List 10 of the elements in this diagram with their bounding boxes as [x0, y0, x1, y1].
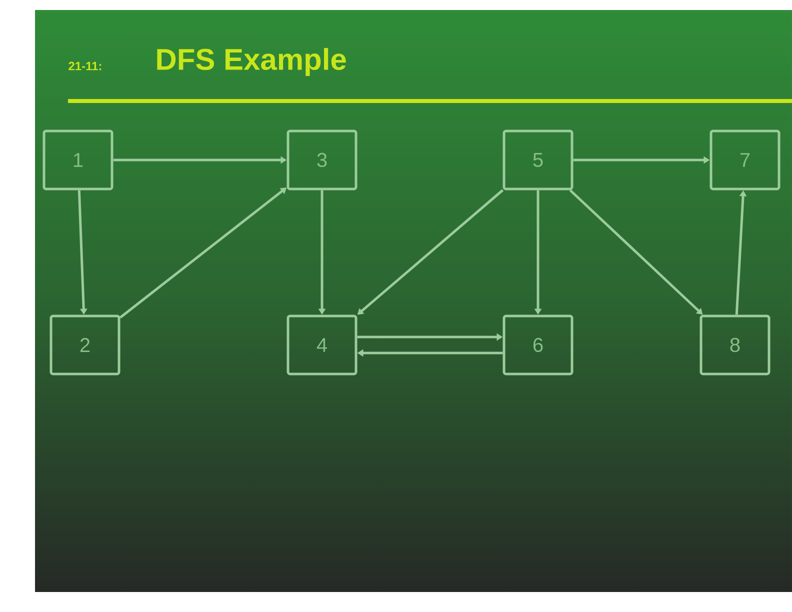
node-box: 3	[286, 130, 358, 190]
node-box: 1	[42, 130, 114, 190]
node-box: 5	[502, 130, 574, 190]
slide-title: DFS Example	[157, 48, 346, 76]
node-box: 7	[710, 130, 780, 190]
node-box: 4	[286, 314, 358, 376]
slide-number: 21-11:	[68, 62, 102, 70]
node-box: 8	[700, 314, 770, 376]
node-box: 2	[50, 314, 120, 376]
node-box: 6	[502, 314, 574, 376]
